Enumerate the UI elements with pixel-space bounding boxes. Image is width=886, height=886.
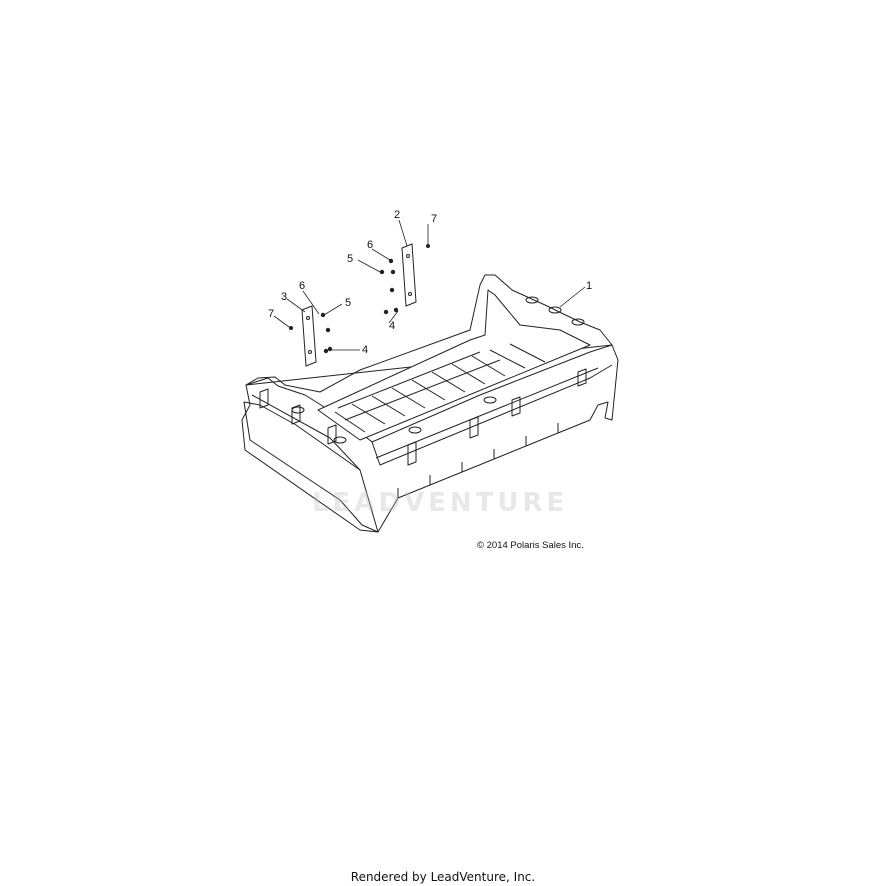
callout-label: 7 [268, 308, 274, 320]
callout-label: 6 [367, 239, 373, 251]
right-bracket [401, 243, 417, 307]
callout-label: 1 [586, 280, 592, 292]
callout-label: 5 [345, 297, 351, 309]
leader-lines [273, 219, 586, 351]
fasteners [288, 243, 430, 354]
watermark-text: LEADVENTURE [312, 488, 569, 518]
callout-labels: 1 2 7 6 5 3 6 5 7 4 4 [268, 209, 592, 356]
left-bracket [301, 305, 317, 367]
callout-label: 4 [389, 320, 395, 332]
callout-label: 7 [431, 213, 437, 225]
callout-label: 6 [299, 280, 305, 292]
callout-label: 2 [394, 209, 400, 221]
footer-credit: Rendered by LeadVenture, Inc. [350, 870, 536, 884]
callout-label: 5 [347, 253, 353, 265]
copyright-text: © 2014 Polaris Sales Inc. [477, 540, 584, 551]
cargo-box [241, 274, 619, 533]
callout-label: 4 [362, 344, 368, 356]
callout-label: 3 [281, 291, 287, 303]
